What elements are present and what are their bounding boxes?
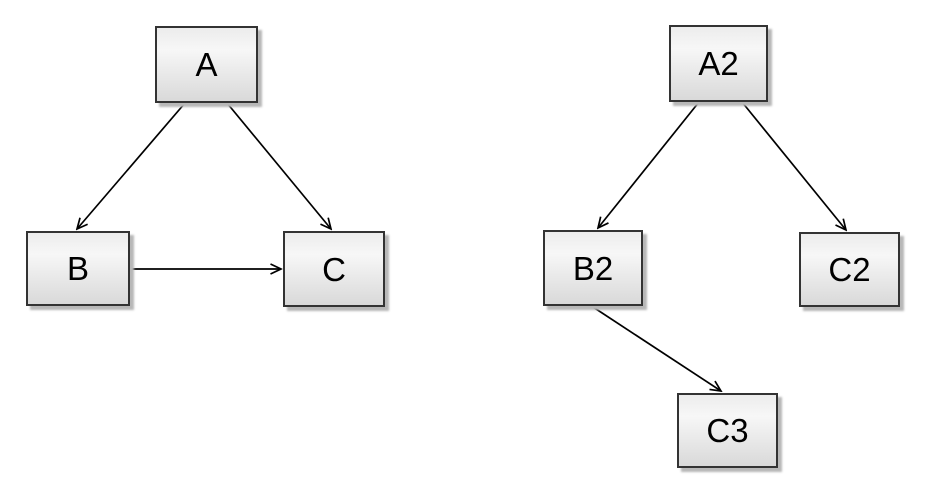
edge-a2-to-b2[interactable] xyxy=(598,101,700,228)
edge-a-to-c[interactable] xyxy=(226,102,331,229)
edge-a-to-b[interactable] xyxy=(77,102,186,229)
node-label-c3: C3 xyxy=(706,412,749,449)
node-label-a2: A2 xyxy=(698,45,739,82)
node-label-c: C xyxy=(322,250,346,288)
edge-b2-to-c3[interactable] xyxy=(592,306,721,391)
graph-node-a2[interactable]: A2 xyxy=(669,25,768,102)
graph-node-c[interactable]: C xyxy=(283,231,385,307)
node-label-c2: C2 xyxy=(828,251,871,288)
graph-node-b2[interactable]: B2 xyxy=(543,230,643,306)
node-label-b: B xyxy=(66,250,89,287)
graph-node-b[interactable]: B xyxy=(26,231,130,306)
graph-node-c3[interactable]: C3 xyxy=(677,393,778,468)
graph-node-a[interactable]: A xyxy=(155,26,258,103)
node-label-b2: B2 xyxy=(572,249,614,287)
graph-node-c2[interactable]: C2 xyxy=(799,232,900,307)
node-label-a: A xyxy=(195,46,218,83)
edge-a2-to-c2[interactable] xyxy=(741,101,846,230)
